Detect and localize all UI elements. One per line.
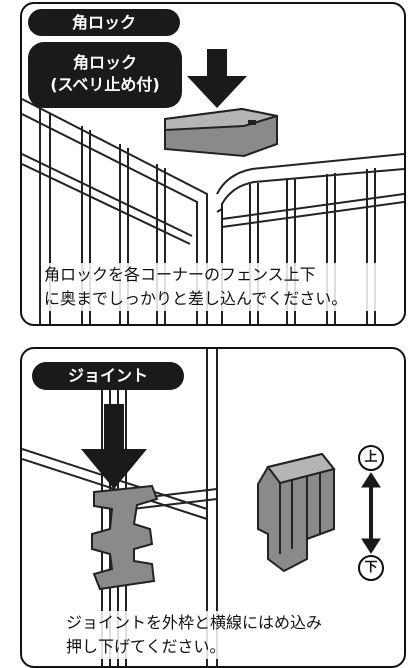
product-name: 角ロック	[72, 53, 137, 72]
corner-lock-part	[164, 107, 278, 158]
up-label: 上	[358, 445, 384, 471]
caption-line: に奥までしっかりと差し込んでください。	[44, 289, 348, 308]
joint-panel: ジョイント 上 下 ジョイントを外枠と横線にはめ込み 押し下げてください。	[20, 347, 406, 668]
corner-lock-panel: 角ロック 角ロック (スベリ止め付) 角ロックを各コーナーのフェンス上下 に奥ま…	[20, 2, 406, 326]
joint-illustration	[22, 349, 381, 666]
joint-part-detail	[257, 452, 336, 573]
up-down-arrow	[361, 472, 381, 554]
joint-instructions: ジョイントを外枠と横線にはめ込み 押し下げてください。	[66, 611, 398, 659]
down-label: 下	[358, 555, 384, 581]
caption-line: 角ロックを各コーナーのフェンス上下	[44, 265, 316, 284]
corner-lock-badge: 角ロック	[28, 9, 180, 36]
corner-lock-product-badge: 角ロック (スベリ止め付)	[28, 42, 182, 108]
joint-badge: ジョイント	[32, 362, 184, 390]
corner-lock-instructions: 角ロックを各コーナーのフェンス上下 に奥までしっかりと差し込んでください。	[44, 263, 398, 311]
caption-line: ジョイントを外枠と横線にはめ込み	[66, 613, 323, 632]
product-subtitle: (スベリ止め付)	[50, 75, 160, 94]
joint-part-installed	[91, 484, 159, 591]
caption-line: 押し下げてください。	[66, 637, 226, 656]
insert-arrow	[187, 49, 247, 108]
push-down-arrow	[81, 404, 147, 489]
